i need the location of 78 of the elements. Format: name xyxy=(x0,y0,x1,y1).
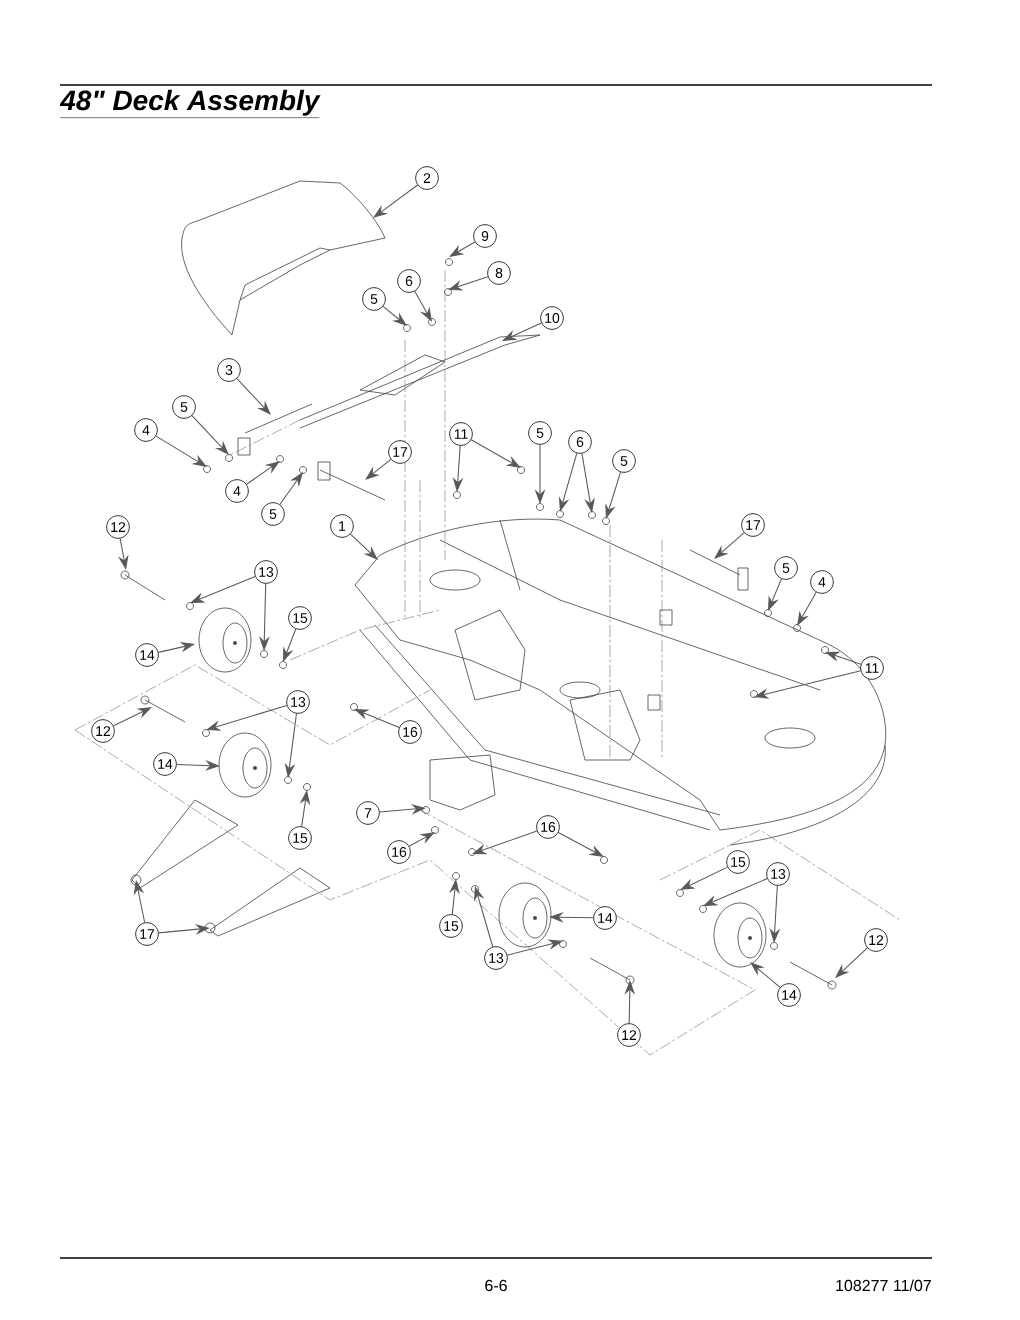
callout-number: 15 xyxy=(288,826,312,850)
leader-line xyxy=(506,939,563,956)
callout-number: 8 xyxy=(487,261,511,285)
callout-number: 13 xyxy=(254,560,278,584)
leader-line xyxy=(246,461,280,485)
leader-line xyxy=(283,628,297,662)
callout-number: 4 xyxy=(810,570,834,594)
leader-line xyxy=(408,832,435,847)
callout-number: 15 xyxy=(726,850,750,874)
leader-line xyxy=(825,651,862,665)
callout-number: 5 xyxy=(612,449,636,473)
leader-line xyxy=(797,591,817,626)
callout-number: 6 xyxy=(568,430,592,454)
leader-line xyxy=(680,866,728,890)
callout-number: 16 xyxy=(398,720,422,744)
leader-line xyxy=(279,472,303,505)
leader-line xyxy=(835,947,868,978)
callout-number: 14 xyxy=(593,906,617,930)
callout-number: 12 xyxy=(91,719,115,743)
callout-number: 7 xyxy=(356,801,380,825)
callout-number: 16 xyxy=(387,840,411,864)
callout-number: 13 xyxy=(286,690,310,714)
callout-number: 5 xyxy=(172,395,196,419)
leader-line xyxy=(373,184,419,218)
leader-line xyxy=(449,241,476,257)
callout-number: 14 xyxy=(135,643,159,667)
leader-line xyxy=(605,471,622,519)
callout-number: 13 xyxy=(766,862,790,886)
callout-number: 15 xyxy=(439,914,463,938)
leader-line xyxy=(448,276,489,291)
callout-number: 5 xyxy=(774,556,798,580)
leader-line xyxy=(768,578,782,611)
leader-line xyxy=(750,962,781,988)
leader-line xyxy=(365,458,392,480)
leader-line xyxy=(206,704,288,731)
document-number: 108277 11/07 xyxy=(836,1279,931,1292)
leader-line xyxy=(350,533,378,560)
callout-number: 5 xyxy=(261,502,285,526)
callout-number: 15 xyxy=(288,606,312,630)
callout-number: 12 xyxy=(617,1023,641,1047)
callout-number: 3 xyxy=(217,358,241,382)
leader-line xyxy=(354,709,400,729)
callout-number: 12 xyxy=(864,928,888,952)
callout-number: 11 xyxy=(860,656,884,680)
callout-number: 11 xyxy=(449,422,473,446)
leader-line xyxy=(557,832,604,857)
callout-number: 17 xyxy=(388,440,412,464)
callout-number: 9 xyxy=(473,224,497,248)
leader-line xyxy=(470,439,521,468)
leader-line xyxy=(236,378,271,415)
callout-number: 16 xyxy=(536,815,560,839)
callout-number: 17 xyxy=(135,922,159,946)
callout-number: 1 xyxy=(330,514,354,538)
leader-line xyxy=(113,707,152,727)
leader-line xyxy=(190,575,256,603)
callout-number: 10 xyxy=(540,306,564,330)
leader-line xyxy=(155,435,207,467)
callout-number: 17 xyxy=(741,513,765,537)
leader-line xyxy=(502,322,542,341)
callout-number: 6 xyxy=(397,269,421,293)
leader-line xyxy=(382,305,407,326)
page-title: 48" Deck Assembly xyxy=(59,89,321,118)
leader-line xyxy=(703,878,768,906)
callout-number: 14 xyxy=(153,752,177,776)
callout-number: 5 xyxy=(362,287,386,311)
callout-number: 14 xyxy=(777,983,801,1007)
callout-number: 13 xyxy=(484,946,508,970)
leader-line xyxy=(414,290,432,322)
leader-line xyxy=(714,532,745,559)
leader-line xyxy=(191,415,229,455)
callout-number: 2 xyxy=(415,166,439,190)
callout-number: 5 xyxy=(528,421,552,445)
callout-number: 12 xyxy=(106,515,130,539)
callout-number: 4 xyxy=(134,418,158,442)
callout-number: 4 xyxy=(225,479,249,503)
leader-line xyxy=(473,886,494,948)
page-number: 6-6 xyxy=(485,1279,507,1292)
leader-line xyxy=(472,830,538,855)
